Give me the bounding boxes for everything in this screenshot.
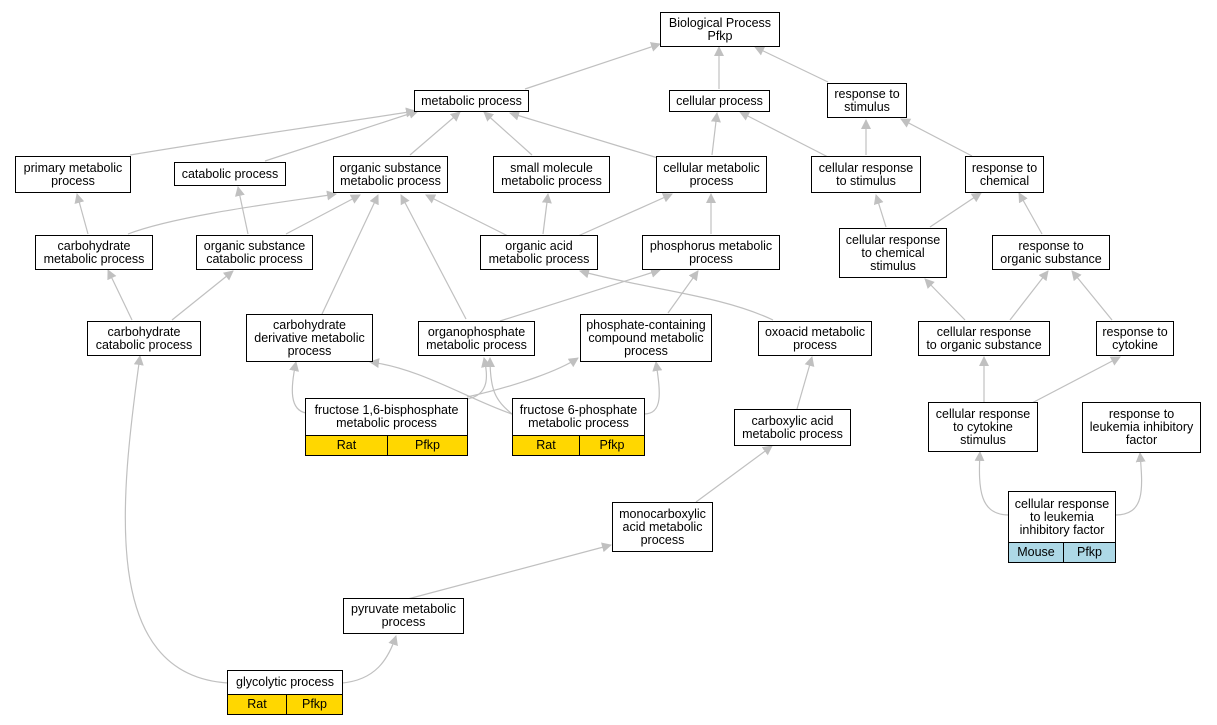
annotation-row: Rat Pfkp bbox=[306, 435, 467, 455]
edge bbox=[466, 357, 579, 398]
edge bbox=[796, 356, 815, 410]
edge bbox=[341, 635, 398, 684]
edge bbox=[289, 361, 307, 414]
edge bbox=[695, 445, 773, 503]
node-biological-process[interactable]: Biological Process Pfkp bbox=[660, 12, 780, 47]
edge bbox=[577, 193, 673, 237]
edge bbox=[234, 186, 249, 235]
edge bbox=[873, 194, 887, 228]
species-cell: Rat bbox=[247, 697, 267, 711]
node-cellular-response-to-organic-substance[interactable]: cellular response to organic substance bbox=[918, 321, 1050, 356]
annotation-row: Mouse Pfkp bbox=[1009, 542, 1115, 562]
edge bbox=[924, 278, 966, 321]
edge bbox=[369, 358, 513, 415]
gene-cell: Pfkp bbox=[387, 436, 467, 455]
node-cellular-process[interactable]: cellular process bbox=[669, 90, 770, 112]
edge bbox=[1018, 192, 1043, 235]
node-response-to-organic-substance[interactable]: response to organic substance bbox=[992, 235, 1110, 270]
node-catabolic-process[interactable]: catabolic process bbox=[174, 162, 286, 186]
edge bbox=[499, 267, 661, 322]
edge bbox=[1009, 270, 1049, 321]
node-carbohydrate-metabolic-process[interactable]: carbohydrate metabolic process bbox=[35, 235, 153, 270]
edge bbox=[107, 269, 133, 321]
edge bbox=[900, 118, 973, 157]
leaf-title: fructose 6-phosphate metabolic process bbox=[519, 403, 638, 430]
leaf-title: glycolytic process bbox=[236, 675, 334, 689]
edge bbox=[1029, 356, 1121, 405]
species-cell: Rat bbox=[536, 438, 556, 452]
node-phosphorus-metabolic-process[interactable]: phosphorus metabolic process bbox=[642, 235, 780, 270]
edge bbox=[403, 542, 612, 601]
annotation-row: Rat Pfkp bbox=[228, 694, 342, 714]
edge bbox=[929, 192, 982, 228]
node-oxoacid-metabolic-process[interactable]: oxoacid metabolic process bbox=[758, 321, 872, 356]
edge bbox=[643, 361, 663, 415]
edge bbox=[483, 111, 533, 156]
edge bbox=[485, 357, 513, 415]
edge bbox=[579, 268, 774, 321]
node-cellular-metabolic-process[interactable]: cellular metabolic process bbox=[656, 156, 767, 193]
node-cellular-response-to-stimulus[interactable]: cellular response to stimulus bbox=[811, 156, 921, 193]
edge bbox=[667, 270, 699, 314]
edge bbox=[541, 193, 552, 235]
leaf-title: cellular response to leukemia inhibitory… bbox=[1014, 496, 1110, 537]
node-response-to-leukemia-inhibitory-factor[interactable]: response to leukemia inhibitory factor bbox=[1082, 402, 1201, 453]
edge bbox=[1114, 452, 1146, 516]
leaf-fructose-6-phosphate-metabolic-process[interactable]: fructose 6-phosphate metabolic process R… bbox=[512, 398, 645, 456]
node-organic-substance-metabolic-process[interactable]: organic substance metabolic process bbox=[333, 156, 448, 193]
edge bbox=[409, 111, 461, 156]
gene-cell: Pfkp bbox=[286, 695, 342, 714]
node-carboxylic-acid-metabolic-process[interactable]: carboxylic acid metabolic process bbox=[734, 409, 851, 446]
edge bbox=[524, 42, 661, 90]
edge bbox=[739, 111, 829, 158]
edge bbox=[400, 194, 467, 320]
edge bbox=[425, 194, 509, 237]
leaf-glycolytic-process[interactable]: glycolytic process Rat Pfkp bbox=[227, 670, 343, 715]
leaf-cellular-response-to-leukemia-inhibitory-factor[interactable]: cellular response to leukemia inhibitory… bbox=[1008, 491, 1116, 563]
edge bbox=[754, 46, 829, 83]
node-pyruvate-metabolic-process[interactable]: pyruvate metabolic process bbox=[343, 598, 464, 634]
node-metabolic-process[interactable]: metabolic process bbox=[414, 90, 529, 112]
species-cell: Rat bbox=[336, 438, 357, 452]
edge bbox=[285, 194, 361, 235]
leaf-fructose-1-6-bisphosphate-metabolic-process[interactable]: fructose 1,6-bisphosphate metabolic proc… bbox=[305, 398, 468, 456]
node-carbohydrate-catabolic-process[interactable]: carbohydrate catabolic process bbox=[87, 321, 201, 356]
edge bbox=[509, 110, 659, 159]
edge bbox=[171, 270, 234, 321]
species-cell: Mouse bbox=[1017, 545, 1055, 559]
node-small-molecule-metabolic-process[interactable]: small molecule metabolic process bbox=[493, 156, 610, 193]
node-monocarboxylic-acid-metabolic-process[interactable]: monocarboxylic acid metabolic process bbox=[612, 502, 713, 552]
node-organic-acid-metabolic-process[interactable]: organic acid metabolic process bbox=[480, 235, 598, 270]
gene-cell: Pfkp bbox=[1063, 543, 1115, 562]
edge bbox=[124, 355, 229, 684]
node-response-to-chemical[interactable]: response to chemical bbox=[965, 156, 1044, 193]
node-cellular-response-to-cytokine-stimulus[interactable]: cellular response to cytokine stimulus bbox=[928, 402, 1038, 452]
node-response-to-cytokine[interactable]: response to cytokine bbox=[1096, 321, 1174, 356]
node-cellular-response-to-chemical-stimulus[interactable]: cellular response to chemical stimulus bbox=[839, 228, 947, 278]
edge bbox=[974, 451, 1010, 516]
edge bbox=[127, 190, 337, 235]
edge bbox=[264, 109, 419, 162]
edge bbox=[321, 194, 379, 315]
node-organic-substance-catabolic-process[interactable]: organic substance catabolic process bbox=[196, 235, 313, 270]
edge bbox=[710, 112, 721, 156]
edge bbox=[129, 107, 416, 156]
node-response-to-stimulus[interactable]: response to stimulus bbox=[827, 83, 907, 118]
node-carbohydrate-derivative-metabolic-process[interactable]: carbohydrate derivative metabolic proces… bbox=[246, 314, 373, 362]
edge bbox=[74, 193, 89, 235]
edge bbox=[1071, 270, 1113, 321]
annotation-row: Rat Pfkp bbox=[513, 435, 644, 455]
node-primary-metabolic-process[interactable]: primary metabolic process bbox=[15, 156, 131, 193]
node-organophosphate-metabolic-process[interactable]: organophosphate metabolic process bbox=[418, 321, 535, 356]
gene-cell: Pfkp bbox=[579, 436, 644, 455]
node-phosphate-containing-compound-metabolic-process[interactable]: phosphate-containing compound metabolic … bbox=[580, 314, 712, 362]
leaf-title: fructose 1,6-bisphosphate metabolic proc… bbox=[314, 403, 459, 430]
